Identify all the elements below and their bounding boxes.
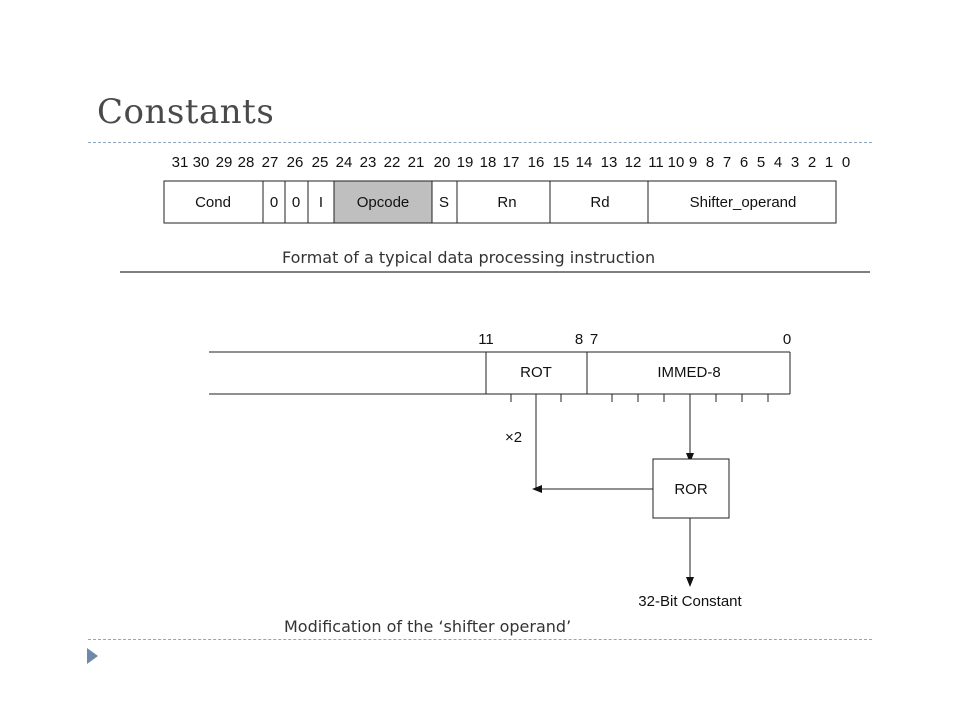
field-label-s: S xyxy=(439,194,449,211)
field-rd xyxy=(549,180,649,224)
bit-tick-marks xyxy=(510,394,769,402)
bullet-arrow-icon xyxy=(87,648,98,664)
bit-number: 0 xyxy=(842,154,850,171)
ror-box xyxy=(652,458,730,519)
bit-number: 11 xyxy=(648,154,664,171)
instruction-format-box: Cond 0 0 I Opcode S Rn Rd Shifter_operan… xyxy=(163,180,837,224)
bit-number: 9 xyxy=(689,154,697,171)
bit-number: 28 xyxy=(238,154,255,171)
shifter-caption: Modification of the ‘shifter operand’ xyxy=(284,617,571,636)
bit-number: 12 xyxy=(625,154,642,171)
bit-number: 30 xyxy=(193,154,210,171)
bit-number: 4 xyxy=(774,154,782,171)
bit-number: 19 xyxy=(457,154,474,171)
field-label-cond: Cond xyxy=(195,194,231,211)
bit-label-11: 11 xyxy=(478,331,494,348)
bit-label-0: 0 xyxy=(783,331,791,348)
rot-label: ROT xyxy=(520,364,552,381)
bit-number: 21 xyxy=(408,154,425,171)
field-label-shifter-operand: Shifter_operand xyxy=(690,194,797,211)
output-label: 32-Bit Constant xyxy=(638,593,742,610)
bit-number: 17 xyxy=(503,154,520,171)
bit-number: 2 xyxy=(808,154,816,171)
field-cond xyxy=(163,180,264,224)
shifter-operand-diagram: 11 8 7 0 ROT IMMED-8 ×2 ROR 32-Bit Const… xyxy=(209,331,791,610)
bit-label-7: 7 xyxy=(590,331,598,348)
field-label-bit27: 0 xyxy=(270,194,278,211)
field-label-rn: Rn xyxy=(497,194,516,211)
format-caption: Format of a typical data processing inst… xyxy=(282,248,655,267)
bit-label-8: 8 xyxy=(575,331,583,348)
field-label-opcode: Opcode xyxy=(357,194,410,211)
bit-number: 8 xyxy=(706,154,714,171)
bit-number: 24 xyxy=(336,154,353,171)
bit-number: 5 xyxy=(757,154,765,171)
bit-number: 26 xyxy=(287,154,304,171)
field-label-bit26: 0 xyxy=(292,194,300,211)
field-label-rd: Rd xyxy=(590,194,609,211)
bit-number: 29 xyxy=(216,154,233,171)
bit-number: 14 xyxy=(576,154,593,171)
bit-number: 31 xyxy=(172,154,189,171)
bit-number: 1 xyxy=(825,154,833,171)
field-shifter-operand xyxy=(647,180,837,224)
bit-number: 6 xyxy=(740,154,748,171)
bit-number: 22 xyxy=(384,154,401,171)
field-opcode xyxy=(333,180,433,224)
bottom-dashed-divider xyxy=(88,639,872,640)
slide-title: Constants xyxy=(97,92,275,132)
bit-number: 15 xyxy=(553,154,570,171)
bit-number: 20 xyxy=(434,154,451,171)
top-dashed-divider xyxy=(88,142,872,143)
bit-number: 27 xyxy=(262,154,279,171)
bit-number: 16 xyxy=(528,154,545,171)
ror-label: ROR xyxy=(674,481,708,498)
multiplier-label: ×2 xyxy=(505,429,522,446)
bit-number: 23 xyxy=(360,154,377,171)
bit-number: 25 xyxy=(312,154,329,171)
field-i xyxy=(307,180,335,224)
field-rn xyxy=(456,180,551,224)
immed-label: IMMED-8 xyxy=(657,364,720,381)
bit-number: 10 xyxy=(668,154,685,171)
field-label-i: I xyxy=(319,194,323,211)
bit-number: 13 xyxy=(601,154,618,171)
bit-number: 3 xyxy=(791,154,799,171)
field-s xyxy=(431,180,458,224)
bit-number: 18 xyxy=(480,154,497,171)
bit-number: 7 xyxy=(723,154,731,171)
